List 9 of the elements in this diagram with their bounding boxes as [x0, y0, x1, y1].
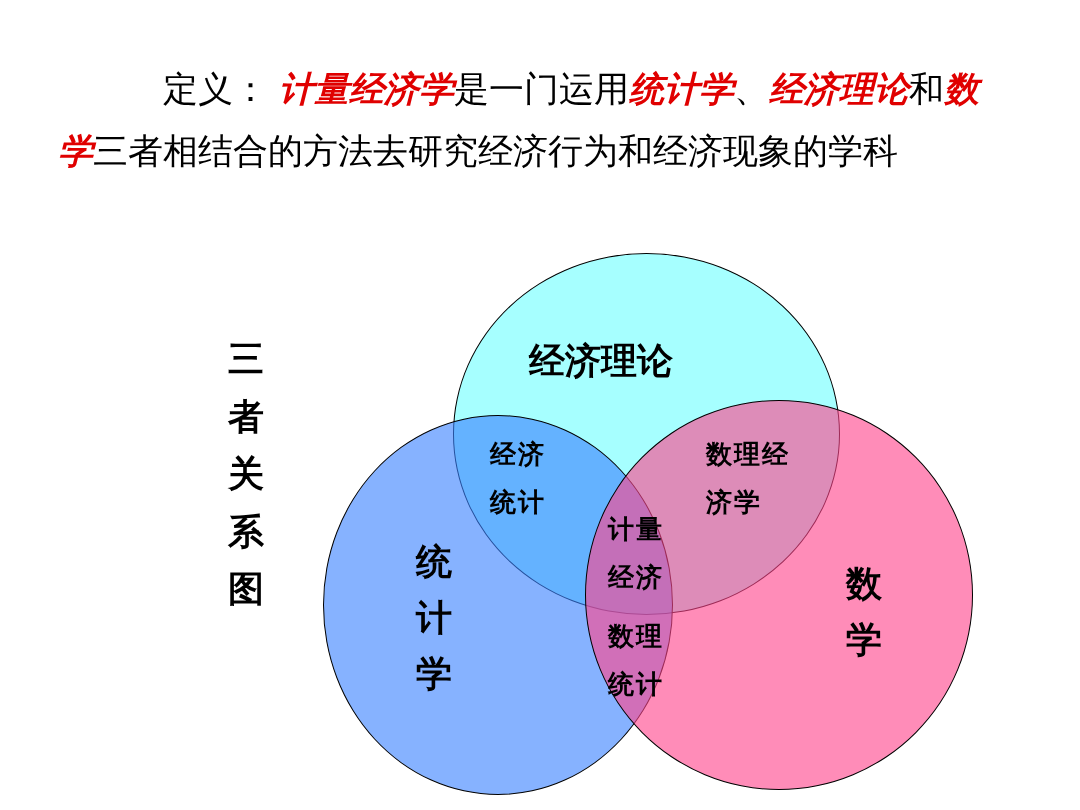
vertical-heading: 三者关系图 [228, 337, 264, 612]
definition-text: 定义： 计量经济学是一门运用统计学、经济理论和数学三者相结合的方法去研究经济行为和经济现象的学科 [58, 58, 988, 182]
circle-label: 统计学 [416, 540, 452, 696]
circle-label: 数学 [846, 562, 882, 662]
overlap-label: 经济统计 [490, 438, 547, 519]
overlap-label: 计量经济 [608, 513, 665, 594]
circle-label: 经济理论 [529, 339, 673, 383]
overlap-label: 数理经济学 [706, 438, 791, 519]
overlap-label: 数理统计 [608, 620, 665, 701]
